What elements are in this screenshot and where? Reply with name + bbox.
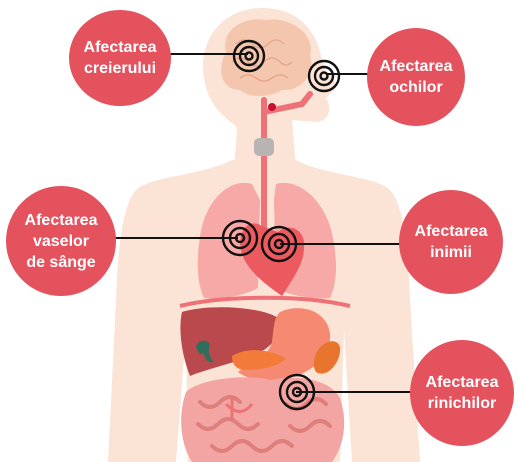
label-kidney-damage: Afectarea rinichilor [426,372,499,414]
bubble-kidney-damage: Afectarea rinichilor [410,340,514,446]
bubble-brain-damage: Afectarea creierului [69,10,171,106]
label-brain-damage: Afectarea creierului [84,37,157,79]
label-vessel-damage: Afectarea vaselor de sânge [25,210,98,273]
bubble-eye-damage: Afectarea ochilor [367,28,465,126]
label-eye-damage: Afectarea ochilor [380,56,453,98]
bubble-vessel-damage: Afectarea vaselor de sânge [6,186,116,296]
label-heart-damage: Afectarea inimii [415,221,488,263]
vessel-node [268,103,276,111]
bubble-heart-damage: Afectarea inimii [399,190,503,294]
larynx [254,138,274,156]
